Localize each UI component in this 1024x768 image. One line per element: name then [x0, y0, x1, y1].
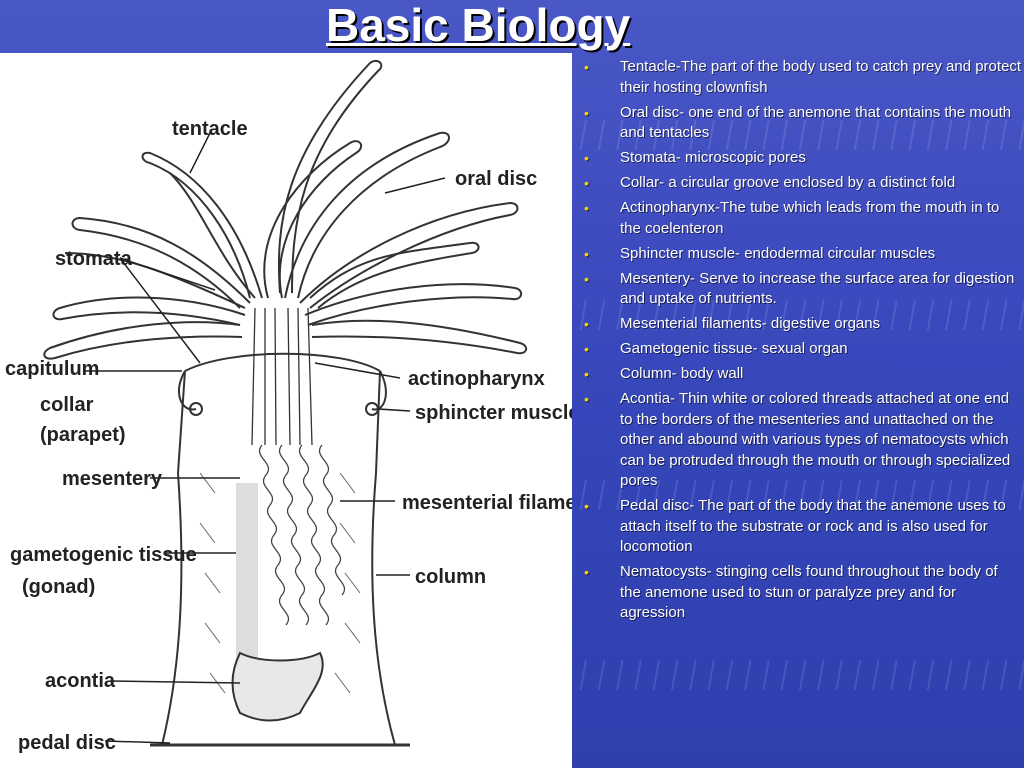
bullet-item: • Pedal disc- The part of the body that t… [584, 496, 1022, 558]
bullet-item: • Sphincter muscle- endodermal circular m… [584, 244, 1022, 265]
bullet-text: Acontia- Thin white or colored threads a… [620, 390, 1011, 489]
label-oral-disc: oral disc [455, 168, 537, 190]
acontia-mass [231, 651, 324, 722]
tentacle-shape [141, 151, 263, 299]
label-pedal-disc: pedal disc [18, 732, 116, 754]
gametogenic-tissue [236, 483, 258, 683]
bullet-item: • Collar- a circular groove enclosed by a… [584, 173, 1022, 194]
bullet-icon: • [584, 391, 589, 407]
collar-fold [178, 370, 387, 411]
tentacle-shape [43, 321, 243, 360]
tentacle-shape [304, 283, 523, 326]
bullet-item: • Nematocysts- stinging cells found throu… [584, 562, 1022, 624]
bullet-icon: • [584, 200, 589, 216]
definition-list: • Tentacle-The part of the body used to c… [584, 57, 1022, 628]
bullet-icon: • [584, 270, 589, 287]
label-gametogenic-tissue: gametogenic tissue [10, 544, 197, 566]
tentacle-shape [263, 140, 363, 299]
label-column: column [415, 566, 486, 588]
label-capitulum: capitulum [5, 358, 99, 380]
label-acontia: acontia [45, 670, 116, 692]
bullet-text: Sphincter muscle- endodermal circular mu… [620, 244, 936, 262]
bullet-item: • Column- body wall [584, 364, 1022, 385]
bullet-icon: • [584, 150, 589, 166]
bullet-icon: • [584, 175, 589, 191]
label-collar: collar [40, 394, 94, 416]
tentacle-shape [52, 296, 246, 326]
bullet-item: • Mesentery- Serve to increase the surfac… [584, 269, 1022, 310]
label-gonad: (gonad) [22, 576, 95, 598]
bullet-text: Collar- a circular groove enclosed by a … [620, 174, 956, 191]
bullet-icon: • [584, 59, 589, 75]
label-sphincter-muscle: sphincter muscle [415, 402, 572, 424]
label-stomata: stomata [55, 248, 133, 270]
tentacle-shape [311, 319, 528, 355]
mesenterial-filaments [259, 444, 345, 626]
actinopharynx-lines [251, 307, 313, 446]
bullet-text: Mesentery- Serve to increase the surface… [620, 269, 1015, 308]
bullet-text: Actinopharynx-The tube which leads from … [620, 199, 1000, 237]
bullet-item: • Mesenterial filaments- digestive organs [584, 314, 1022, 335]
bullet-item: • Actinopharynx-The tube which leads from… [584, 198, 1022, 239]
bullet-item: • Acontia- Thin white or colored threads … [584, 389, 1022, 492]
tentacle-shape [71, 216, 251, 309]
bullet-icon: • [584, 245, 589, 262]
bullet-text: Pedal disc- The part of the body that th… [620, 497, 1006, 555]
bullet-text: Gametogenic tissue- sexual organ [620, 340, 848, 357]
bullet-icon: • [584, 564, 589, 580]
bullet-item: • Stomata- microscopic pores [584, 148, 1022, 169]
bullet-item: • Oral disc- one end of the anemone that … [584, 103, 1022, 144]
bullet-text: Mesenterial filaments- digestive organs [620, 315, 881, 332]
label-tentacle: tentacle [172, 118, 248, 140]
slide-title: Basic Biology [326, 0, 631, 51]
bullet-text: Column- body wall [620, 365, 744, 382]
bullet-icon: • [584, 498, 589, 514]
anemone-illustration: tentacle oral disc stomata capitulum act… [5, 59, 572, 754]
bullet-icon: • [584, 104, 589, 121]
anemone-diagram: tentacle oral disc stomata capitulum act… [0, 53, 572, 768]
label-parapet: (parapet) [40, 424, 126, 446]
tentacle-shape [299, 201, 519, 309]
tentacle-shape [309, 241, 480, 309]
label-mesentery: mesentery [62, 468, 163, 490]
leader-lines [85, 132, 446, 744]
oral-disc-outline [184, 352, 381, 372]
label-actinopharynx: actinopharynx [408, 368, 545, 390]
bullet-text: Tentacle-The part of the body used to ca… [620, 58, 1022, 96]
bullet-item: • Tentacle-The part of the body used to c… [584, 57, 1022, 98]
bullet-icon: • [584, 341, 589, 357]
tentacle-shape [284, 131, 450, 299]
bullet-text: Oral disc- one end of the anemone that c… [620, 103, 1012, 142]
tentacle-shape [64, 172, 256, 309]
bullet-item: • Gametogenic tissue- sexual organ [584, 339, 1022, 360]
bullet-text: Stomata- microscopic pores [620, 149, 806, 166]
tentacle-shape [277, 59, 383, 294]
label-mesenterial-filaments: mesenterial filaments [402, 492, 572, 514]
bullet-icon: • [584, 366, 589, 382]
bullet-icon: • [584, 316, 589, 332]
bullet-text: Nematocysts- stinging cells found throug… [620, 563, 998, 621]
